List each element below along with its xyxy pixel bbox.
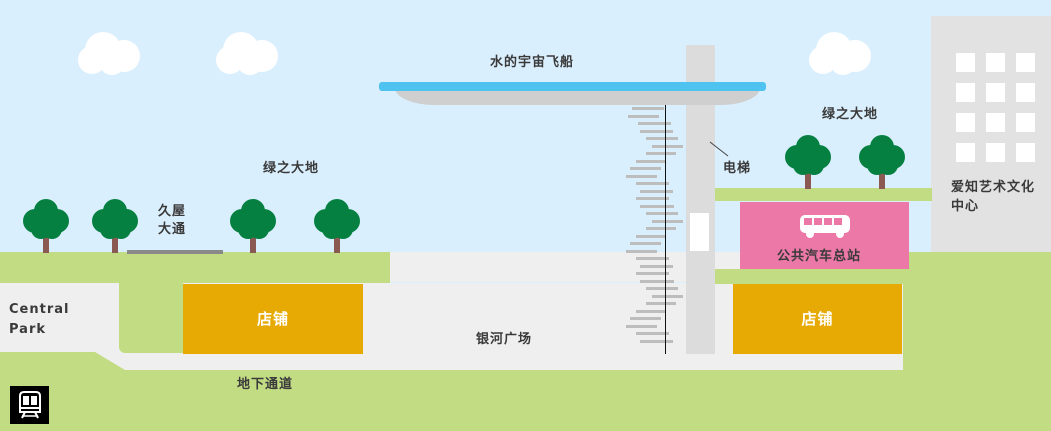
- building-windows: [956, 53, 1044, 163]
- elevator-label: 电梯: [723, 161, 752, 176]
- stair-step: [640, 129, 673, 133]
- stair-step: [640, 339, 673, 343]
- central-park-label-line1: Central: [9, 302, 70, 317]
- stair-step: [652, 219, 683, 223]
- bus-terminal[interactable]: 公共汽车总站: [740, 202, 909, 269]
- bus-icon: [800, 215, 850, 238]
- cloud: [78, 32, 140, 75]
- green-block-left: [119, 283, 183, 353]
- shop-right[interactable]: 店铺: [733, 284, 902, 354]
- green-galaxy-right-label: 绿之大地: [822, 107, 879, 122]
- building-window: [1016, 113, 1035, 132]
- arts-center-label-line2: 中心: [951, 199, 980, 214]
- stair-step: [640, 204, 674, 208]
- building-window: [1016, 143, 1035, 162]
- building-window: [986, 113, 1005, 132]
- stair-step: [646, 152, 676, 155]
- green-ground-right: [903, 252, 1051, 372]
- cloud: [809, 32, 871, 75]
- galaxy-plaza-label: 银河广场: [476, 332, 533, 347]
- elevator-car: [690, 213, 709, 251]
- shop-left-label: 店铺: [256, 309, 289, 328]
- cloud: [216, 32, 278, 75]
- tree: [859, 135, 905, 189]
- stair-step: [626, 174, 657, 178]
- building-window: [986, 83, 1005, 102]
- staircase-pole: [665, 102, 666, 354]
- tree: [23, 199, 69, 253]
- stair-step: [646, 137, 678, 140]
- underground-passage-label: 地下通道: [237, 377, 294, 392]
- stair-step: [652, 144, 683, 148]
- building-window: [1016, 53, 1035, 72]
- stair-step: [626, 324, 657, 328]
- stair-step: [640, 264, 673, 268]
- green-galaxy-left-label: 绿之大地: [263, 161, 320, 176]
- central-park-label-line2: Park: [9, 322, 47, 337]
- plaza-upper-pavement: [390, 252, 740, 282]
- stair-step: [646, 227, 676, 230]
- central-park-ramp: [0, 352, 125, 372]
- subway-station-marker[interactable]: [10, 386, 49, 424]
- shop-left[interactable]: 店铺: [183, 284, 363, 354]
- stair-step: [630, 317, 661, 320]
- arts-center-label-line1: 爱知艺术文化: [951, 180, 1036, 195]
- stair-step: [646, 287, 678, 290]
- tree: [785, 135, 831, 189]
- stair-step: [646, 302, 676, 305]
- building-window: [956, 83, 975, 102]
- ground-bottom: [0, 370, 1051, 431]
- green-roof-right: [714, 188, 932, 201]
- stair-step: [636, 309, 666, 313]
- bus-terminal-label: 公共汽车总站: [777, 249, 862, 264]
- stair-step: [636, 159, 666, 163]
- green-ground-left: [0, 252, 390, 283]
- stair-step: [628, 114, 659, 118]
- stair-step: [636, 272, 669, 275]
- building-window: [956, 113, 975, 132]
- tree: [314, 199, 360, 253]
- water-spaceship-roof[interactable]: [379, 82, 766, 91]
- building-window: [986, 53, 1005, 72]
- water-spaceship-label: 水的宇宙飞船: [490, 55, 575, 70]
- subway-train-icon: [19, 391, 41, 419]
- spaceship-roof-underside: [395, 88, 760, 105]
- hisaya-odori-road: [127, 250, 223, 254]
- stair-step: [636, 197, 669, 200]
- stair-step: [636, 234, 666, 238]
- elevator-leader-line: [709, 141, 729, 157]
- stair-step: [630, 167, 661, 170]
- building-window: [956, 53, 975, 72]
- stair-step: [640, 189, 673, 193]
- hisaya-odori-label-line2: 大通: [158, 222, 187, 237]
- stair-step: [646, 212, 678, 215]
- building-window: [956, 143, 975, 162]
- stair-step: [626, 249, 657, 253]
- stair-step: [638, 122, 671, 125]
- stair-step: [630, 242, 661, 245]
- hisaya-odori-label-line1: 久屋: [158, 204, 187, 219]
- green-slab-right: [714, 269, 910, 284]
- shop-right-label: 店铺: [801, 309, 834, 328]
- building-window: [1016, 83, 1035, 102]
- building-window: [986, 143, 1005, 162]
- tree: [92, 199, 138, 253]
- stair-step: [652, 294, 683, 298]
- stair-step: [636, 182, 669, 185]
- stair-step: [640, 279, 674, 283]
- stair-step: [636, 257, 669, 260]
- stair-step: [636, 332, 669, 335]
- stair-step: [632, 107, 664, 110]
- tree: [230, 199, 276, 253]
